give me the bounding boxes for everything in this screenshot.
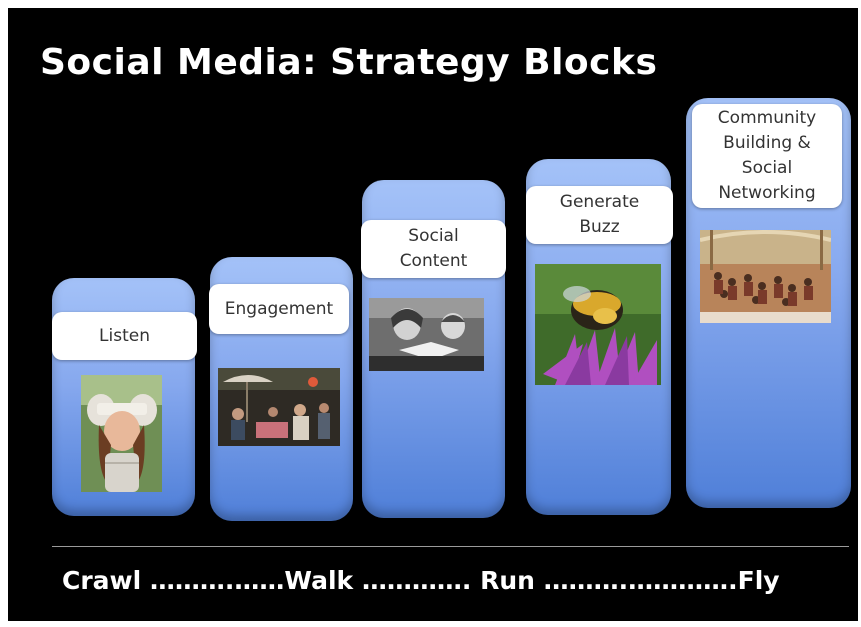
block-label-generate-buzz: Generate Buzz xyxy=(526,186,673,244)
block-label-listen: Listen xyxy=(52,312,197,360)
photo-girl-listening xyxy=(81,375,162,492)
block-label-community-building: Community Building & Social Networking xyxy=(692,104,842,208)
photo-outdoor-cafe xyxy=(218,368,340,446)
progression-caption: Crawl ……….……Walk …………. Run ……….………….Fly xyxy=(62,566,780,595)
photo-community-crowd xyxy=(700,230,831,323)
block-label-engagement: Engagement xyxy=(209,284,349,334)
block-label-social-content: Social Content xyxy=(361,220,506,278)
photo-reading-together xyxy=(369,298,484,371)
slide: Social Media: Strategy Blocks Listen Eng… xyxy=(8,8,858,621)
photo-bee-on-thistle xyxy=(535,264,661,385)
slide-title: Social Media: Strategy Blocks xyxy=(40,42,658,83)
divider-line xyxy=(52,546,849,547)
